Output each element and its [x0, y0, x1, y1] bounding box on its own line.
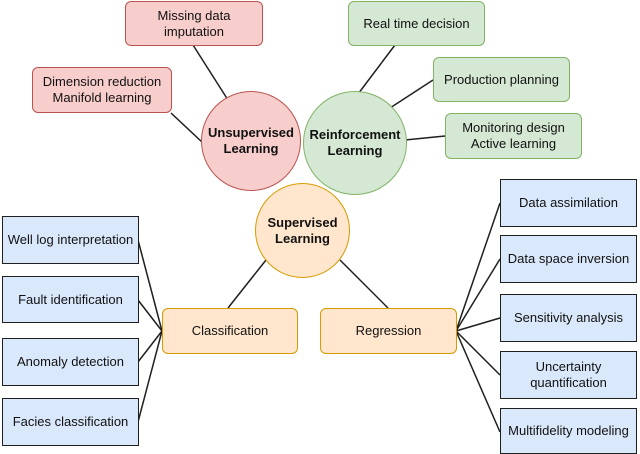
line-reg-multifidelity [455, 330, 501, 433]
line-class-anomaly [137, 330, 163, 363]
leaf-facies-classification: Facies classification [2, 398, 139, 446]
hub-unsupervised-learning: Unsupervised Learning [201, 91, 301, 191]
leaf-uncertainty-quantification: Uncertainty quantification [500, 351, 637, 399]
line-reinforcement-production [389, 79, 434, 109]
line-class-fault [137, 299, 163, 332]
node-classification: Classification [162, 308, 298, 354]
node-dimension-reduction: Dimension reduction Manifold learning [32, 67, 172, 113]
node-monitoring-design: Monitoring design Active learning [445, 113, 582, 159]
line-reg-uncertainty [455, 330, 501, 376]
hub-supervised-learning: Supervised Learning [255, 183, 350, 278]
line-supervised-classification [227, 259, 267, 309]
leaf-anomaly-detection: Anomaly detection [2, 338, 139, 386]
line-reinforcement-monitoring [404, 135, 446, 141]
leaf-sensitivity-analysis: Sensitivity analysis [500, 294, 637, 342]
line-unsupervised-missing [192, 44, 229, 101]
leaf-multifidelity-modeling: Multifidelity modeling [500, 408, 637, 454]
node-production-planning: Production planning [433, 57, 570, 102]
line-reg-inversion [455, 258, 501, 332]
line-unsupervised-dimension [170, 112, 204, 144]
leaf-well-log-interpretation: Well log interpretation [2, 216, 139, 264]
leaf-data-assimilation: Data assimilation [500, 179, 637, 227]
leaf-data-space-inversion: Data space inversion [500, 235, 637, 283]
line-supervised-regression [339, 259, 389, 309]
line-reinforcement-realtime [354, 44, 396, 99]
line-class-facies [137, 330, 163, 423]
node-real-time-decision: Real time decision [348, 1, 485, 46]
line-reg-sensitivity [455, 317, 501, 332]
line-class-welllog [137, 239, 163, 332]
line-reg-assimilation [455, 202, 501, 332]
node-missing-data-imputation: Missing data imputation [125, 1, 263, 46]
leaf-fault-identification: Fault identification [2, 276, 139, 323]
hub-reinforcement-learning: Reinforcement Learning [303, 91, 407, 195]
node-regression: Regression [320, 308, 457, 354]
